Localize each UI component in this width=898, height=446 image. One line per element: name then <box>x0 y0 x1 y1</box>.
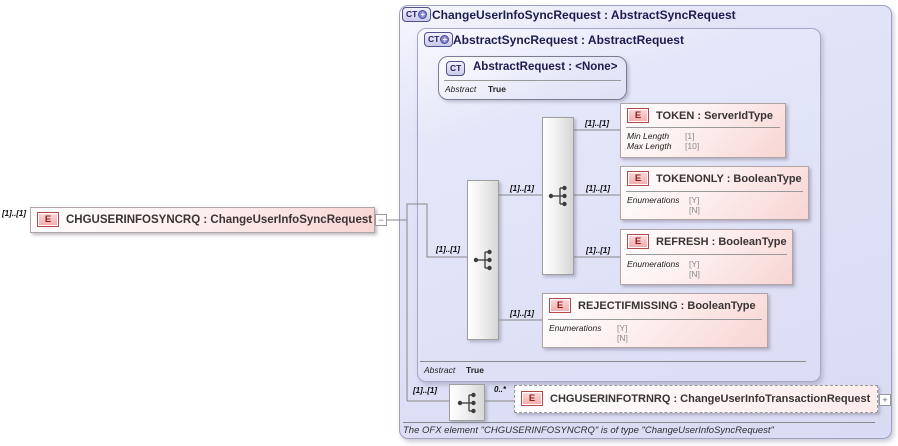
complex-type-badge-icon[interactable]: CT + <box>402 7 432 22</box>
complex-type-badge-icon[interactable]: CT <box>446 61 466 76</box>
element-icon: E <box>37 212 59 227</box>
ct-badge-label: CT <box>428 34 440 44</box>
cardinality-label: [1]..[1] <box>436 245 460 254</box>
abstract-value: True <box>466 365 484 375</box>
expand-icon[interactable]: + <box>418 10 428 19</box>
cardinality-label: [1]..[1] <box>2 209 26 218</box>
cardinality-label: [1]..[1] <box>585 119 609 128</box>
box-separator <box>626 191 803 192</box>
expand-icon[interactable]: + <box>440 35 450 44</box>
facet-value: [Y] <box>689 195 700 205</box>
sequence-icon <box>457 392 476 413</box>
facet-label: Max Length <box>627 141 672 151</box>
abstract-value: True <box>488 84 506 94</box>
cardinality-label: [1]..[1] <box>586 246 610 255</box>
abstract-separator <box>420 361 806 362</box>
facet-label: Min Length <box>627 131 670 141</box>
sequence-icon <box>473 249 492 271</box>
complex-type-badge-icon[interactable]: CT + <box>424 32 454 47</box>
sequence-indicator[interactable] <box>467 180 499 340</box>
inner-container-title: AbstractSyncRequest : AbstractRequest <box>453 33 684 47</box>
facet-value: [N] <box>689 205 700 215</box>
facet-label: Enumerations <box>627 195 680 205</box>
facet-value: [N] <box>689 269 700 279</box>
facet-label: Enumerations <box>549 323 602 333</box>
sequence-indicator[interactable] <box>542 117 574 275</box>
base-type-box[interactable]: CT AbstractRequest : <None> Abstract Tru… <box>438 56 627 100</box>
footer-separator <box>403 422 875 423</box>
element-label: REJECTIFMISSING : BooleanType <box>578 299 756 312</box>
cardinality-label: 0..* <box>494 385 507 394</box>
element-label: CHGUSERINFOTRNRQ : ChangeUserInfoTransac… <box>550 392 871 405</box>
root-element-label: CHGUSERINFOSYNCRQ : ChangeUserInfoSyncRe… <box>66 213 373 226</box>
sequence-indicator[interactable] <box>449 384 485 421</box>
box-separator <box>626 127 780 128</box>
root-element-box[interactable]: E CHGUSERINFOSYNCRQ : ChangeUserInfoSync… <box>30 207 375 233</box>
connector-line <box>406 203 467 401</box>
outer-container-title: ChangeUserInfoSyncRequest : AbstractSync… <box>432 8 736 22</box>
element-box-tokenonly[interactable]: E TOKENONLY : BooleanType Enumerations [… <box>620 166 809 220</box>
element-label: TOKEN : ServerIdType <box>656 109 773 122</box>
element-box-rejectifmissing[interactable]: E REJECTIFMISSING : BooleanType Enumerat… <box>542 293 768 348</box>
facet-value: [1] <box>685 131 695 141</box>
cardinality-label: [1]..[1] <box>510 309 534 318</box>
abstract-label: Abstract <box>445 84 477 94</box>
facet-value: [Y] <box>617 323 628 333</box>
collapse-button[interactable]: − <box>375 214 387 226</box>
ct-badge-label: CT <box>450 63 462 73</box>
cardinality-label: [1]..[1] <box>510 184 534 193</box>
element-icon: E <box>627 171 649 186</box>
facet-value: [N] <box>617 333 628 343</box>
element-box-refresh[interactable]: E REFRESH : BooleanType Enumerations [Y]… <box>620 229 793 285</box>
cardinality-label: [1]..[1] <box>413 386 437 395</box>
expand-button[interactable]: + <box>879 394 891 406</box>
element-box-chguserinfotrnrq[interactable]: E CHGUSERINFOTRNRQ : ChangeUserInfoTrans… <box>514 385 878 413</box>
element-label: TOKENONLY : BooleanType <box>656 172 802 185</box>
element-icon: E <box>549 298 571 313</box>
facet-value: [10] <box>685 141 700 151</box>
abstract-label: Abstract <box>424 365 456 375</box>
element-icon: E <box>627 108 649 123</box>
element-label: REFRESH : BooleanType <box>656 235 787 248</box>
cardinality-label: [1]..[1] <box>586 184 610 193</box>
element-box-token[interactable]: E TOKEN : ServerIdType Min Length [1] Ma… <box>620 103 786 158</box>
ct-badge-label: CT <box>406 9 418 19</box>
box-separator <box>444 80 621 81</box>
box-separator <box>626 254 787 255</box>
footer-annotation: The OFX element "CHGUSERINFOSYNCRQ" is o… <box>403 425 774 436</box>
sequence-icon <box>548 185 567 207</box>
facet-value: [Y] <box>689 259 700 269</box>
box-separator <box>548 319 762 320</box>
element-icon: E <box>521 391 543 406</box>
element-icon: E <box>627 234 649 249</box>
base-type-title: AbstractRequest : <None> <box>473 61 618 73</box>
facet-label: Enumerations <box>627 259 680 269</box>
